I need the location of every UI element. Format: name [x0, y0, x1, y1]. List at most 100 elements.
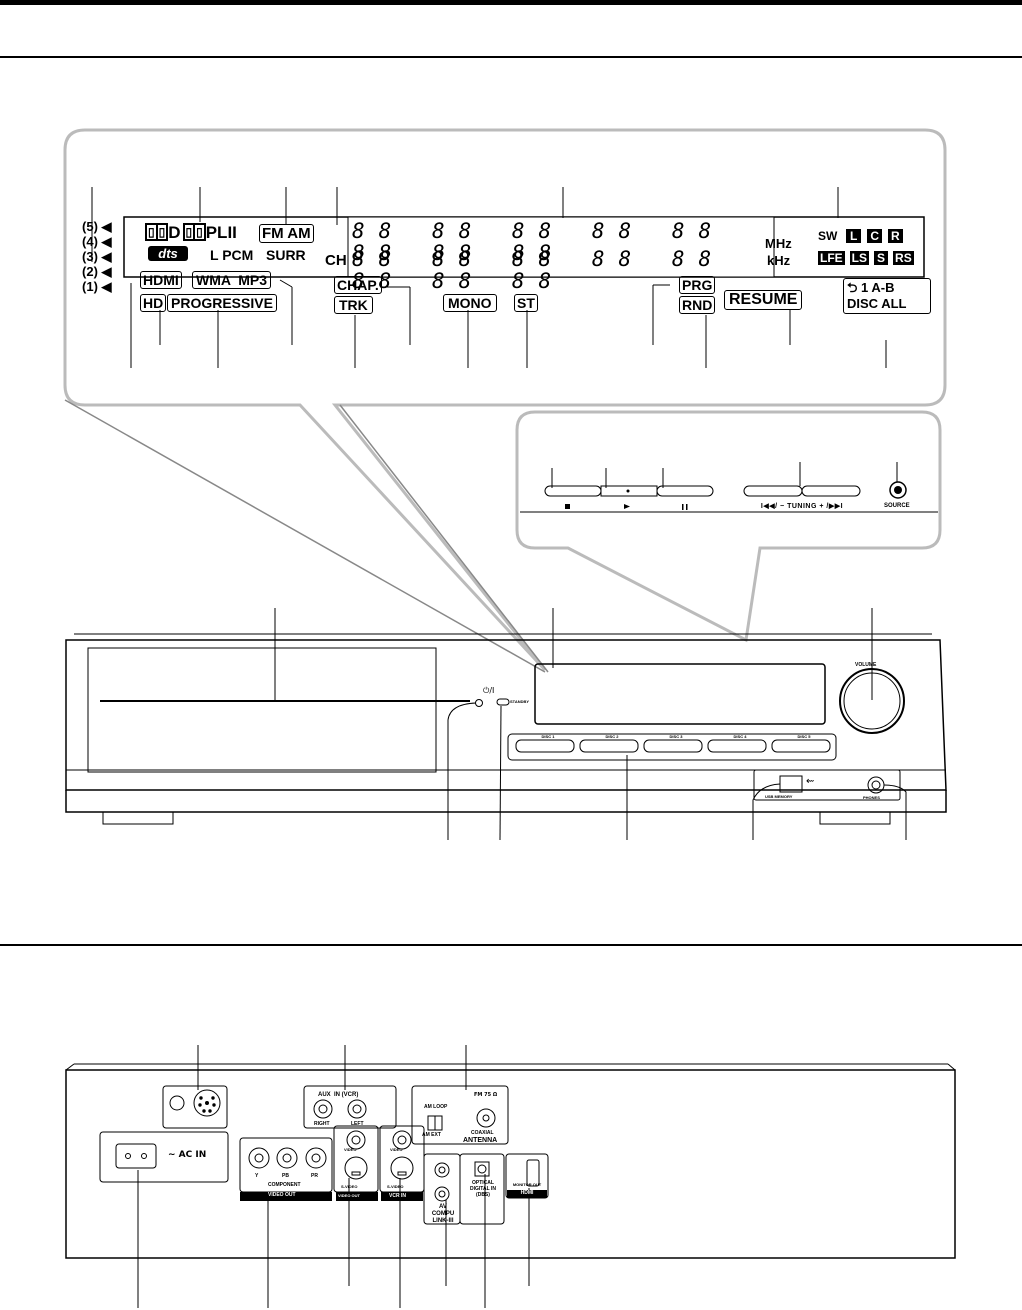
component-pb-label: PB [282, 1173, 289, 1179]
vcr-video-jack[interactable] [392, 1130, 412, 1150]
av-compu-link-jack-2[interactable] [434, 1186, 450, 1202]
vcr-svideo-label: S-VIDEO [387, 1184, 404, 1189]
pause-button[interactable] [656, 485, 714, 497]
fm-label: FM 75 Ω [474, 1092, 498, 1098]
header-rule-thick [0, 0, 1022, 5]
front-chassis [65, 633, 947, 825]
segment-digits-top: 88 88 88 88 88 88 88 88 [352, 219, 726, 265]
vcr-in-label: VCR IN [389, 1193, 406, 1199]
resume-indicator: RESUME [724, 290, 803, 310]
component-label: COMPONENT [268, 1182, 301, 1188]
video-out-jack[interactable] [346, 1130, 366, 1150]
hdmi-indicator: HDMI [140, 271, 182, 289]
aux-title: AUX IN (VCR) [318, 1092, 359, 1098]
hdmi-monitor-out-jack[interactable] [526, 1159, 540, 1187]
av-compu-link-jack-1[interactable] [434, 1162, 450, 1178]
dolby-indicator: ▯▯D▯▯PLII [145, 223, 237, 243]
aux-in-panel [303, 1085, 397, 1129]
disc-1-button[interactable] [515, 739, 575, 753]
tuning-label: I◀◀/ − TUNING + /▶▶I [760, 503, 844, 510]
tuning-up-button[interactable] [801, 485, 861, 497]
speaker-din-small[interactable] [169, 1095, 185, 1111]
progressive-indicator: PROGRESSIVE [167, 294, 277, 312]
volume-label: VOLUME [855, 662, 877, 668]
s-indicator: S [874, 251, 889, 265]
mono-indicator: MONO [443, 294, 497, 312]
header-rule-thin [0, 56, 1022, 58]
repeat-icon: ⮌ [847, 280, 858, 295]
aux-left-jack[interactable] [347, 1099, 367, 1119]
disc-labels: DISC 1 DISC 2 DISC 3 DISC 4 DISC 5 [541, 734, 811, 739]
disc-4-button[interactable] [707, 739, 767, 753]
usb-icon: ⇜ [806, 776, 815, 787]
input-4-indicator: (4) ◀ [82, 234, 112, 249]
vcr-svideo-jack[interactable] [390, 1156, 414, 1180]
play-icon [624, 504, 630, 509]
sw-indicator: SW [818, 229, 838, 243]
ch-indicator: CH [325, 252, 347, 269]
zoom-line-right [339, 404, 549, 673]
input-1-indicator: (1) ◀ [82, 279, 112, 294]
vcr-video-label: VIDEO [390, 1147, 403, 1152]
video-out-video-label: VIDEO [344, 1147, 357, 1152]
component-pr-jack[interactable] [305, 1147, 327, 1169]
r-indicator: R [888, 229, 903, 243]
section-divider [0, 944, 1022, 946]
fm-am-indicator: FM AM [259, 224, 314, 243]
stop-icon [565, 504, 570, 509]
trk-indicator: TRK [334, 296, 373, 314]
disc-3-button[interactable] [643, 739, 703, 753]
lfe-indicator: LFE [818, 251, 845, 265]
dts-indicator: dts [148, 246, 188, 261]
mhz-indicator: MHz [765, 236, 792, 251]
hdmi-label: HDMI [520, 1190, 534, 1196]
buttons-callout-bubble [515, 410, 942, 643]
stop-button[interactable] [544, 485, 602, 497]
power-symbol: ⏻/I [483, 686, 495, 695]
video-out-svideo-label: S-VIDEO [341, 1184, 358, 1189]
ac-inlet[interactable] [115, 1143, 157, 1169]
svideo-out-jack[interactable] [344, 1156, 368, 1180]
input-3-indicator: (3) ◀ [82, 249, 112, 264]
antenna-panel [411, 1085, 509, 1145]
hd-indicator: HD [140, 294, 167, 312]
component-pr-label: PR [311, 1173, 318, 1179]
ac-in-label: ∼ AC IN [168, 1150, 207, 1160]
zoom-line-left [64, 399, 546, 673]
disc-buttons [515, 739, 831, 753]
usb-label: USB MEMORY [765, 794, 793, 799]
rnd-indicator: RND [679, 296, 716, 314]
input-5-indicator: (5) ◀ [82, 219, 112, 234]
front-callout-lines [274, 608, 907, 841]
input-2-indicator: (2) ◀ [82, 264, 112, 279]
ac-in-panel [99, 1131, 229, 1183]
st-indicator: ST [514, 294, 538, 312]
optical-digital-in-jack[interactable] [474, 1161, 490, 1177]
video-out-2-label: VIDEO OUT [338, 1193, 361, 1198]
display-callout-lines-top [91, 187, 839, 262]
ls-indicator: LS [849, 251, 870, 265]
disc-2-button[interactable] [579, 739, 639, 753]
component-pb-jack[interactable] [276, 1147, 298, 1169]
phones-label: PHONES [863, 795, 880, 800]
rear-panel-diagram [65, 1045, 956, 1308]
disc-5-button[interactable] [771, 739, 831, 753]
fm-coaxial-jack[interactable] [476, 1108, 496, 1128]
video-out-label: VIDEO OUT [268, 1192, 296, 1198]
aux-right-jack[interactable] [313, 1099, 333, 1119]
source-label: SOURCE [884, 503, 910, 509]
optical-panel [459, 1153, 505, 1225]
lpcm-indicator: L PCM [210, 247, 254, 263]
lcd-segment-area [347, 216, 775, 278]
l-indicator: L [846, 229, 862, 243]
monitor-out-label: MONITOR OUT [512, 1182, 542, 1187]
din-connector-panel [162, 1085, 228, 1129]
speaker-din-large[interactable] [193, 1089, 221, 1117]
tuning-down-button[interactable] [743, 485, 803, 497]
component-y-jack[interactable] [248, 1147, 270, 1169]
component-y-label: Y [255, 1173, 259, 1179]
rear-callout-lines [137, 1045, 530, 1308]
aux-left-label: LEFT [351, 1121, 364, 1127]
